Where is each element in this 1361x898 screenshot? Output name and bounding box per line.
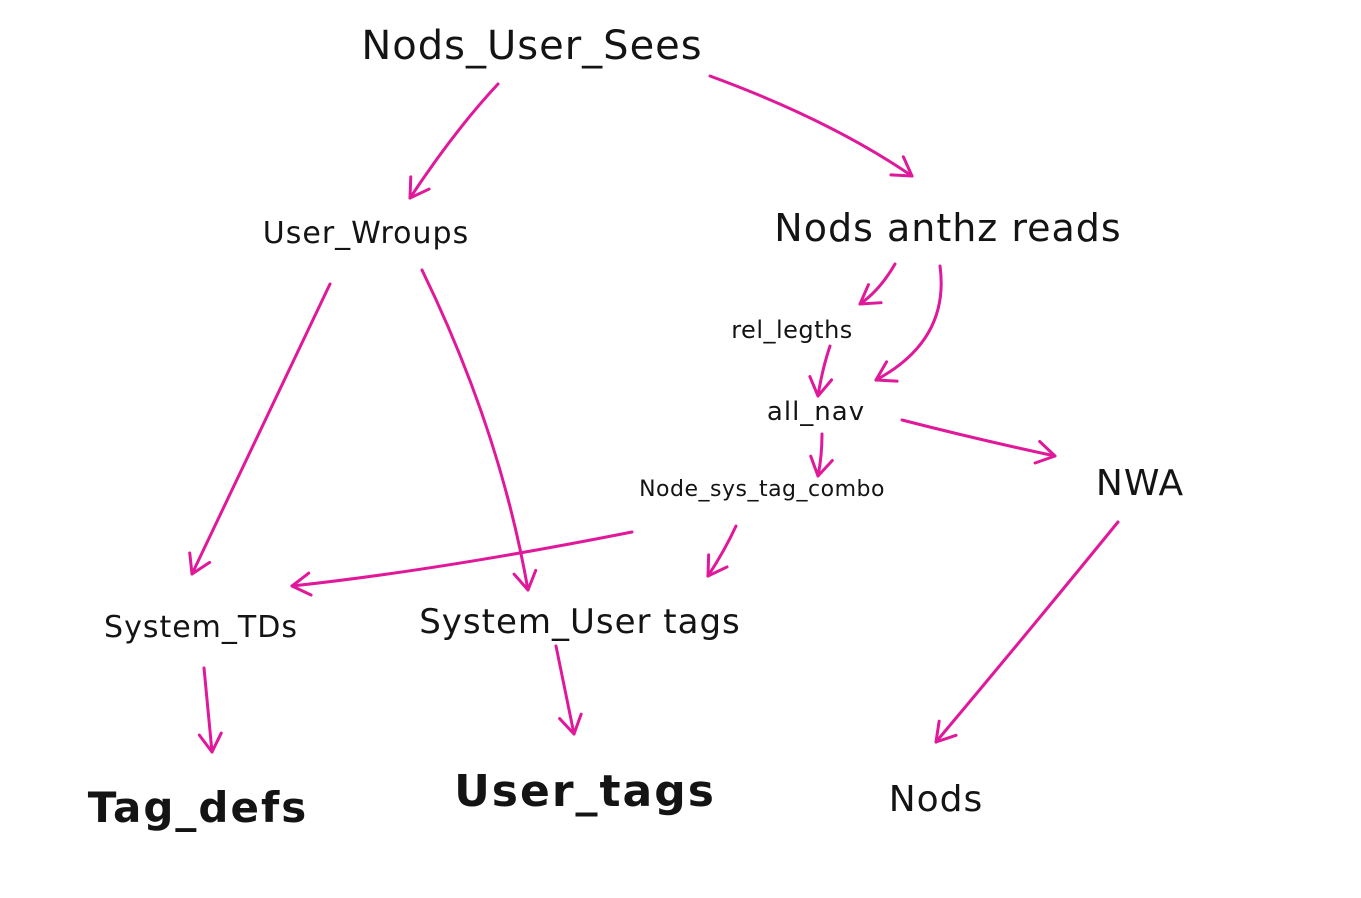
edge-system_user_tags-to-user_tags	[554, 644, 576, 736]
edge-nodes_user_sees-to-nodes_author_reads	[708, 74, 914, 178]
arrowhead-nodes_user_sees-to-nodes_author_reads	[889, 155, 914, 178]
edge-node_sys_tag_combo-to-system_tds	[290, 530, 634, 588]
arrowhead-rel_lengths-to-all_nav	[808, 375, 834, 398]
arrowhead-all_nav-to-node_sys_tag_combo	[809, 454, 834, 478]
node-node-sys-tag-combo: Node_sys_tag_combo	[639, 477, 885, 502]
edge-user_groups-to-system_tds	[190, 282, 332, 576]
node-user-groups: User_Wroups	[262, 216, 470, 251]
arrowhead-node_sys_tag_combo-to-system_user_tags	[706, 553, 729, 578]
edge-node_sys_tag_combo-to-system_user_tags	[706, 524, 738, 578]
arrowhead-nodes_author_reads-to-all_nav	[874, 360, 899, 383]
edge-nodes_author_reads-to-rel_lengths	[858, 262, 897, 306]
node-tag-defs: Tag_defs	[87, 783, 309, 832]
node-nodes: Nods	[888, 779, 984, 820]
edge-nodes_author_reads-to-all_nav	[874, 264, 943, 382]
arrowhead-nodes_user_sees-to-user_groups	[408, 175, 431, 200]
edge-all_nav-to-nwa	[900, 418, 1057, 458]
arrowhead-node_sys_tag_combo-to-system_tds	[290, 571, 313, 597]
node-rel-lengths: rel_legths	[731, 316, 853, 344]
edge-all_nav-to-node_sys_tag_combo	[816, 432, 824, 478]
node-system-user-tags: System_User tags	[419, 602, 741, 642]
node-all-nav: all_nav	[766, 397, 866, 427]
edge-nwa-to-nodes	[934, 520, 1120, 744]
node-nwa: NWA	[1095, 463, 1185, 504]
node-nodes-user-sees: Nods_User_Sees	[361, 23, 703, 69]
node-nodes-author-reads: Nods anthz reads	[774, 206, 1122, 250]
node-user-tags: User_tags	[454, 766, 716, 817]
edge-system_tds-to-tag_defs	[202, 666, 214, 754]
node-system-tds: System_TDs	[104, 610, 298, 645]
arrowhead-user_groups-to-system_user_tags	[512, 568, 538, 592]
arrowhead-all_nav-to-nwa	[1033, 439, 1057, 465]
edge-nodes_user_sees-to-user_groups	[408, 82, 500, 200]
edge-rel_lengths-to-all_nav	[816, 344, 832, 398]
arrowhead-system_tds-to-tag_defs	[197, 731, 223, 754]
arrowhead-nwa-to-nodes	[934, 719, 958, 744]
edge-user_groups-to-system_user_tags	[420, 268, 530, 592]
arrowhead-user_groups-to-system_tds	[188, 551, 212, 576]
arrowhead-nodes_author_reads-to-rel_lengths	[858, 283, 883, 306]
arrowhead-system_user_tags-to-user_tags	[558, 712, 583, 736]
